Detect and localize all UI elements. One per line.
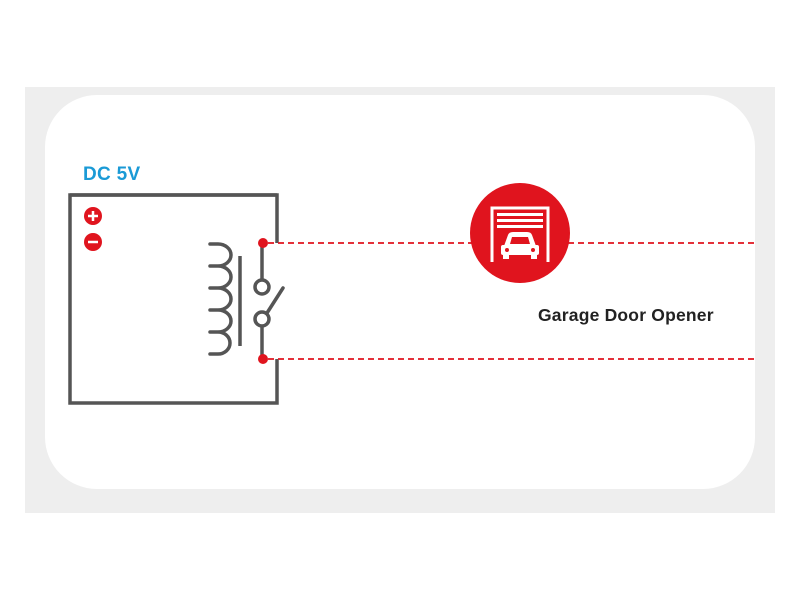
minus-terminal-icon [84, 233, 102, 251]
supply-voltage-label: DC 5V [83, 164, 141, 185]
relay-module-outline [68, 193, 279, 405]
device-label: Garage Door Opener [538, 305, 714, 325]
relay-coil-icon [208, 242, 242, 356]
relay-terminal-bottom [258, 354, 268, 364]
relay-terminal-top [258, 238, 268, 248]
diagram-card [45, 95, 755, 489]
relay-switch-icon [253, 243, 285, 359]
garage-car-icon [470, 183, 570, 283]
plus-terminal-icon [84, 207, 102, 225]
